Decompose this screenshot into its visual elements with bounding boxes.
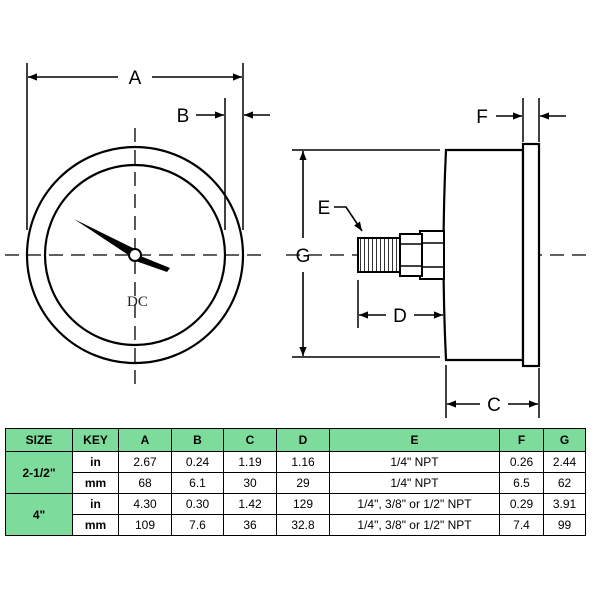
dimension-d: D <box>357 280 443 328</box>
dimension-a-label: A <box>129 68 142 89</box>
value-cell-d: 1.16 <box>276 451 330 473</box>
dimension-d-label: D <box>393 306 407 327</box>
value-cell-g: 62 <box>543 472 586 494</box>
value-cell-e: 1/4" NPT <box>329 472 500 494</box>
header-size: SIZE <box>5 428 73 452</box>
table-row: 2-1/2" in 2.67 0.24 1.19 1.16 1/4" NPT 0… <box>5 451 586 494</box>
value-cell-g: 3.91 <box>543 493 586 515</box>
value-cell-b: 6.1 <box>171 472 224 494</box>
table-row: mm 109 7.6 36 32.8 1/4", 3/8" or 1/2" NP… <box>6 514 586 536</box>
value-cell-b: 7.6 <box>171 514 224 536</box>
value-cell-g: 99 <box>543 514 586 536</box>
value-cell-b: 0.30 <box>171 493 224 515</box>
value-cell-c: 30 <box>223 472 277 494</box>
header-c: C <box>223 428 277 452</box>
value-cell-a: 68 <box>118 472 172 494</box>
value-cell-c: 1.19 <box>223 451 277 473</box>
dimension-c-label: C <box>487 395 501 416</box>
value-cell-e: 1/4" NPT <box>329 451 500 473</box>
dimension-g-label: G <box>296 246 311 267</box>
hex-fitting-outer <box>419 230 445 280</box>
value-cell-e: 1/4", 3/8" or 1/2" NPT <box>329 514 500 536</box>
threaded-stem <box>357 237 401 273</box>
table-row: 4" in 4.30 0.30 1.42 129 1/4", 3/8" or 1… <box>5 493 586 536</box>
value-cell-f: 0.29 <box>499 493 544 515</box>
dimension-b: B <box>177 98 270 230</box>
gauge-outer-bezel <box>25 145 245 365</box>
value-cell-d: 32.8 <box>276 514 330 536</box>
front-view: DC <box>5 128 268 392</box>
value-cell-a: 2.67 <box>118 451 172 473</box>
dimension-c: C <box>445 365 540 418</box>
table-header-row: SIZE KEY A B C D E F G <box>5 428 586 452</box>
value-cell-c: 1.42 <box>223 493 277 515</box>
value-cell-g: 2.44 <box>543 451 586 473</box>
dimension-f: F <box>476 98 566 142</box>
hex-fitting-inner <box>399 233 423 277</box>
unit-cell: in <box>72 451 119 473</box>
header-b: B <box>171 428 224 452</box>
gauge-dimension-drawing: DC A B G <box>5 63 592 418</box>
gauge-dial-face <box>43 163 227 347</box>
unit-cell: in <box>72 493 119 515</box>
dimension-e-label: E <box>318 198 331 219</box>
header-g: G <box>543 428 586 452</box>
table-row: mm 68 6.1 30 29 1/4" NPT 6.5 62 <box>6 472 586 494</box>
value-cell-c: 36 <box>223 514 277 536</box>
value-cell-b: 0.24 <box>171 451 224 473</box>
value-cell-f: 7.4 <box>499 514 544 536</box>
header-d: D <box>276 428 330 452</box>
dimension-spec-table: SIZE KEY A B C D E F G 2-1/2" in 2.67 0.… <box>5 428 586 536</box>
value-cell-f: 6.5 <box>499 472 544 494</box>
value-cell-e: 1/4", 3/8" or 1/2" NPT <box>329 493 500 515</box>
dimension-a: A <box>26 63 244 230</box>
header-a: A <box>118 428 172 452</box>
gauge-pointer-hub <box>128 248 142 262</box>
dimension-b-label: B <box>177 106 190 127</box>
header-key: KEY <box>72 428 119 452</box>
dimension-e: E <box>318 198 363 232</box>
center-mark-label: DC <box>127 294 148 310</box>
side-view <box>286 142 592 368</box>
unit-cell: mm <box>72 472 119 494</box>
dimension-f-label: F <box>476 107 488 128</box>
value-cell-f: 0.26 <box>499 451 544 473</box>
gauge-case <box>442 148 525 362</box>
value-cell-d: 129 <box>276 493 330 515</box>
value-cell-a: 4.30 <box>118 493 172 515</box>
value-cell-a: 109 <box>118 514 172 536</box>
size-cell: 2-1/2" <box>5 451 73 494</box>
size-cell: 4" <box>5 493 73 536</box>
header-f: F <box>499 428 544 452</box>
header-e: E <box>329 428 500 452</box>
unit-cell: mm <box>72 514 119 536</box>
dimension-g: G <box>292 149 440 358</box>
gauge-pointer-needle <box>74 219 137 258</box>
value-cell-d: 29 <box>276 472 330 494</box>
gauge-bezel-flange <box>521 142 541 368</box>
dimension-e-leader <box>334 206 363 232</box>
